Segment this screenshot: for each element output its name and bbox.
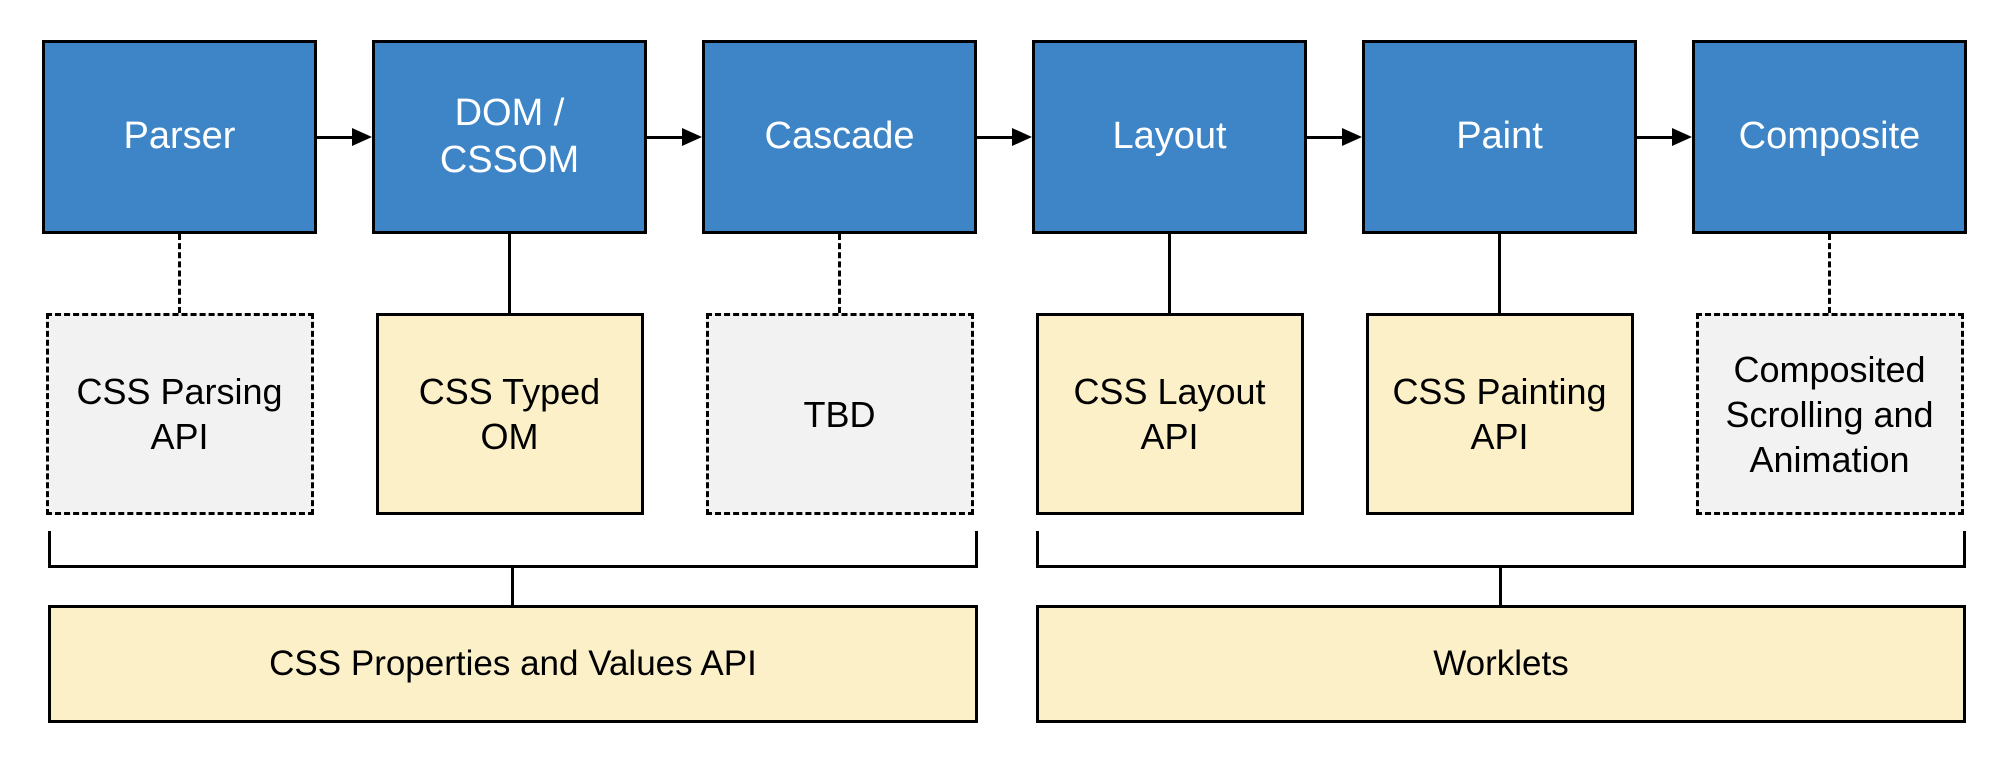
stage-box-layout: Layout: [1032, 40, 1307, 234]
connector-dom-cssom-to-css-typed-om: [508, 234, 511, 313]
api-box-tbd: TBD: [705, 313, 974, 515]
api-label-css-painting-api: CSS Painting API: [1392, 371, 1607, 457]
stage-box-parser: Parser: [42, 40, 317, 234]
stage-box-dom-cssom: DOM / CSSOM: [372, 40, 647, 234]
connector-composite-to-composited-scrolling: [1828, 234, 1831, 313]
arrow-line: [647, 135, 682, 139]
api-box-composited-scrolling-animation: Composited Scrolling and Animation: [1695, 313, 1964, 515]
api-box-css-layout-api: CSS Layout API: [1035, 313, 1304, 515]
group-box-css-properties-and-values-api: CSS Properties and Values API: [48, 605, 978, 723]
pipeline-column-layout: Layout CSS Layout API: [1032, 40, 1307, 515]
stage-box-composite: Composite: [1692, 40, 1967, 234]
api-label-css-layout-api: CSS Layout API: [1073, 371, 1266, 457]
arrow-head: [1342, 128, 1362, 146]
api-box-css-typed-om: CSS Typed OM: [375, 313, 644, 515]
arrow-right-icon: [647, 128, 702, 146]
arrow-head: [1672, 128, 1692, 146]
group-label-worklets: Worklets: [1433, 644, 1569, 683]
arrow-line: [977, 135, 1012, 139]
api-label-tbd: TBD: [803, 393, 876, 435]
arrow-line: [317, 135, 352, 139]
api-label-css-parsing-api: CSS Parsing API: [76, 371, 283, 457]
arrow-right-icon: [1637, 128, 1692, 146]
group-bracket-left-stem: [511, 566, 514, 605]
arrow-line: [1307, 135, 1342, 139]
stage-label-parser: Parser: [123, 115, 236, 158]
group-bracket-right-stem: [1499, 566, 1502, 605]
pipeline-column-paint: Paint CSS Painting API: [1362, 40, 1637, 515]
group-box-worklets: Worklets: [1036, 605, 1966, 723]
arrow-line: [1637, 135, 1672, 139]
api-box-css-painting-api: CSS Painting API: [1365, 313, 1634, 515]
stage-label-paint: Paint: [1456, 115, 1543, 158]
arrow-right-icon: [1307, 128, 1362, 146]
arrow-head: [682, 128, 702, 146]
arrow-head: [352, 128, 372, 146]
arrow-right-icon: [317, 128, 372, 146]
pipeline-column-parser: Parser CSS Parsing API: [42, 40, 317, 515]
connector-parser-to-css-parsing-api: [178, 234, 181, 313]
pipeline-column-composite: Composite Composited Scrolling and Anima…: [1692, 40, 1967, 515]
pipeline-column-dom-cssom: DOM / CSSOM CSS Typed OM: [372, 40, 647, 515]
group-bracket-right: [1036, 531, 1966, 568]
stage-label-dom-cssom: DOM / CSSOM: [439, 91, 580, 182]
arrow-head: [1012, 128, 1032, 146]
connector-cascade-to-tbd: [838, 234, 841, 313]
arrow-right-icon: [977, 128, 1032, 146]
group-label-css-properties-and-values-api: CSS Properties and Values API: [269, 644, 757, 683]
stage-box-cascade: Cascade: [702, 40, 977, 234]
api-label-css-typed-om: CSS Typed OM: [418, 371, 601, 457]
api-label-composited-scrolling-animation: Composited Scrolling and Animation: [1725, 348, 1934, 480]
connector-layout-to-css-layout-api: [1168, 234, 1171, 313]
group-bracket-left: [48, 531, 978, 568]
connector-paint-to-css-painting-api: [1498, 234, 1501, 313]
stage-label-cascade: Cascade: [764, 115, 915, 158]
stage-box-paint: Paint: [1362, 40, 1637, 234]
api-box-css-parsing-api: CSS Parsing API: [45, 313, 314, 515]
pipeline-column-cascade: Cascade TBD: [702, 40, 977, 515]
stage-label-layout: Layout: [1112, 115, 1227, 158]
stage-label-composite: Composite: [1738, 115, 1921, 158]
